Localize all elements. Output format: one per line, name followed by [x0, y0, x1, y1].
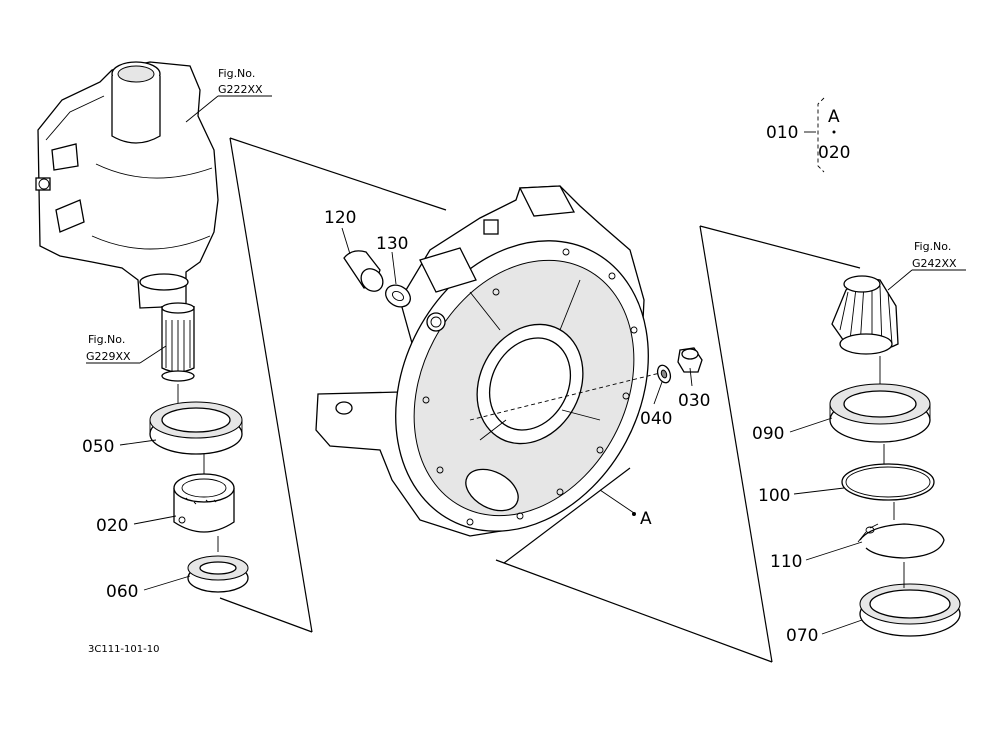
fig-ref-label: Fig.No.: [88, 333, 125, 346]
callout-a: A: [640, 509, 652, 529]
fig-ref-number: G242XX: [912, 257, 957, 270]
housing: [315, 185, 665, 537]
fig-ref-g222xx: Fig.No. G222XX: [185, 67, 272, 123]
oil-seal-070: [859, 562, 961, 637]
legend-part-020: 020: [818, 143, 850, 163]
callout-labels: 050 020 060 120 130 040 030 A 090 100 11…: [82, 208, 818, 646]
oil-seal-050: [149, 401, 243, 455]
snap-ring-100: [841, 444, 935, 501]
callout-040: 040: [640, 409, 672, 429]
fig-ref-g229xx: Fig.No. G229XX: [86, 333, 167, 364]
bushing-020: [173, 454, 235, 533]
callout-050: 050: [82, 437, 114, 457]
reference-lines-left: [219, 137, 447, 633]
washer-130: [385, 284, 411, 308]
assembly-legend: 010 A 020: [766, 97, 850, 173]
legend-letter-a: A: [828, 107, 840, 127]
fig-ref-g242xx: Fig.No. G242XX: [887, 240, 966, 291]
fig-ref-number: G229XX: [86, 350, 131, 363]
fig-ref-label: Fig.No.: [914, 240, 951, 253]
fig-ref-label: Fig.No.: [218, 67, 255, 80]
callout-030: 030: [678, 391, 710, 411]
callout-060: 060: [106, 582, 138, 602]
figure-code: 3C111-101-10: [88, 644, 159, 655]
legend-part-010: 010: [766, 123, 798, 143]
callout-leaders: [119, 227, 863, 635]
reference-lines-center: [495, 225, 861, 663]
callout-120: 120: [324, 208, 356, 228]
bearing-090: [829, 356, 931, 443]
fig-ref-number: G222XX: [218, 83, 263, 96]
callout-110: 110: [770, 552, 802, 572]
callout-070: 070: [786, 626, 818, 646]
callout-130: 130: [376, 234, 408, 254]
circlip-110: [857, 502, 945, 559]
oil-seal-060: [187, 536, 249, 593]
plug-030: [677, 347, 703, 373]
callout-090: 090: [752, 424, 784, 444]
knuckle-shaft-assembly: [35, 61, 219, 420]
bevel-gear: [831, 275, 899, 355]
washer-040: [656, 364, 672, 384]
plug-120: [343, 250, 384, 292]
callout-100: 100: [758, 486, 790, 506]
callout-020: 020: [96, 516, 128, 536]
